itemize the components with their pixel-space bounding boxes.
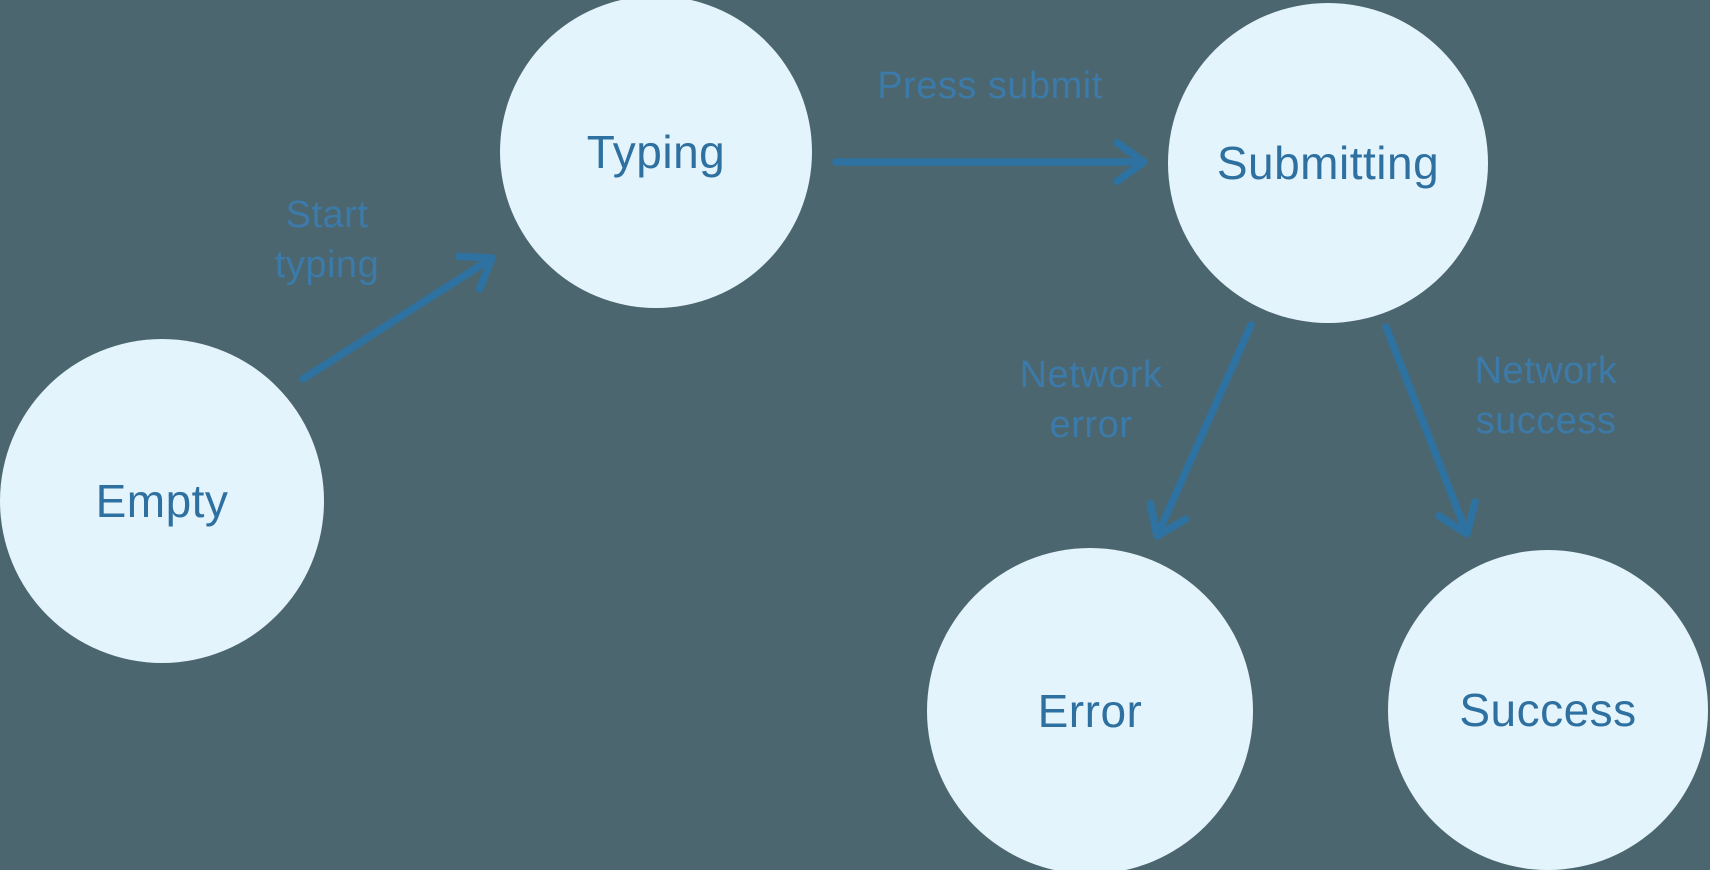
- arrowhead-icon: [1435, 498, 1479, 538]
- transition-arrow-network-success: [1382, 323, 1470, 535]
- arrowhead-icon: [1146, 499, 1190, 540]
- transition-label-line: Network: [1474, 350, 1618, 392]
- state-node-submitting: Submitting: [1168, 3, 1488, 323]
- arrowhead-icon: [455, 252, 496, 293]
- transition-label-line: Press submit: [877, 65, 1103, 107]
- transition-arrow-network-error: [1154, 321, 1255, 537]
- state-node-success: Success: [1388, 550, 1708, 870]
- transition-label-line: Start: [285, 194, 369, 236]
- state-node-label: Typing: [586, 126, 726, 178]
- state-node-typing: Typing: [500, 0, 812, 308]
- transition-label-line: typing: [274, 244, 380, 286]
- transition-label-line: Network: [1019, 354, 1163, 396]
- state-node-label: Error: [1037, 685, 1143, 737]
- arrowhead-icon: [1113, 139, 1148, 185]
- transition-label-press-submit: Press submit: [877, 61, 1103, 111]
- state-node-empty: Empty: [0, 339, 324, 663]
- state-node-label: Submitting: [1216, 137, 1440, 189]
- state-node-error: Error: [927, 548, 1253, 870]
- transition-label-network-success: Network success: [1475, 346, 1618, 446]
- state-node-label: Empty: [95, 475, 229, 527]
- transition-arrow-start-typing: [299, 256, 493, 383]
- transition-label-network-error: Network error: [1020, 350, 1163, 450]
- transition-label-line: success: [1475, 400, 1617, 442]
- transition-label-start-typing: Start typing: [275, 190, 379, 290]
- transition-label-line: error: [1049, 404, 1133, 446]
- state-node-label: Success: [1459, 684, 1637, 736]
